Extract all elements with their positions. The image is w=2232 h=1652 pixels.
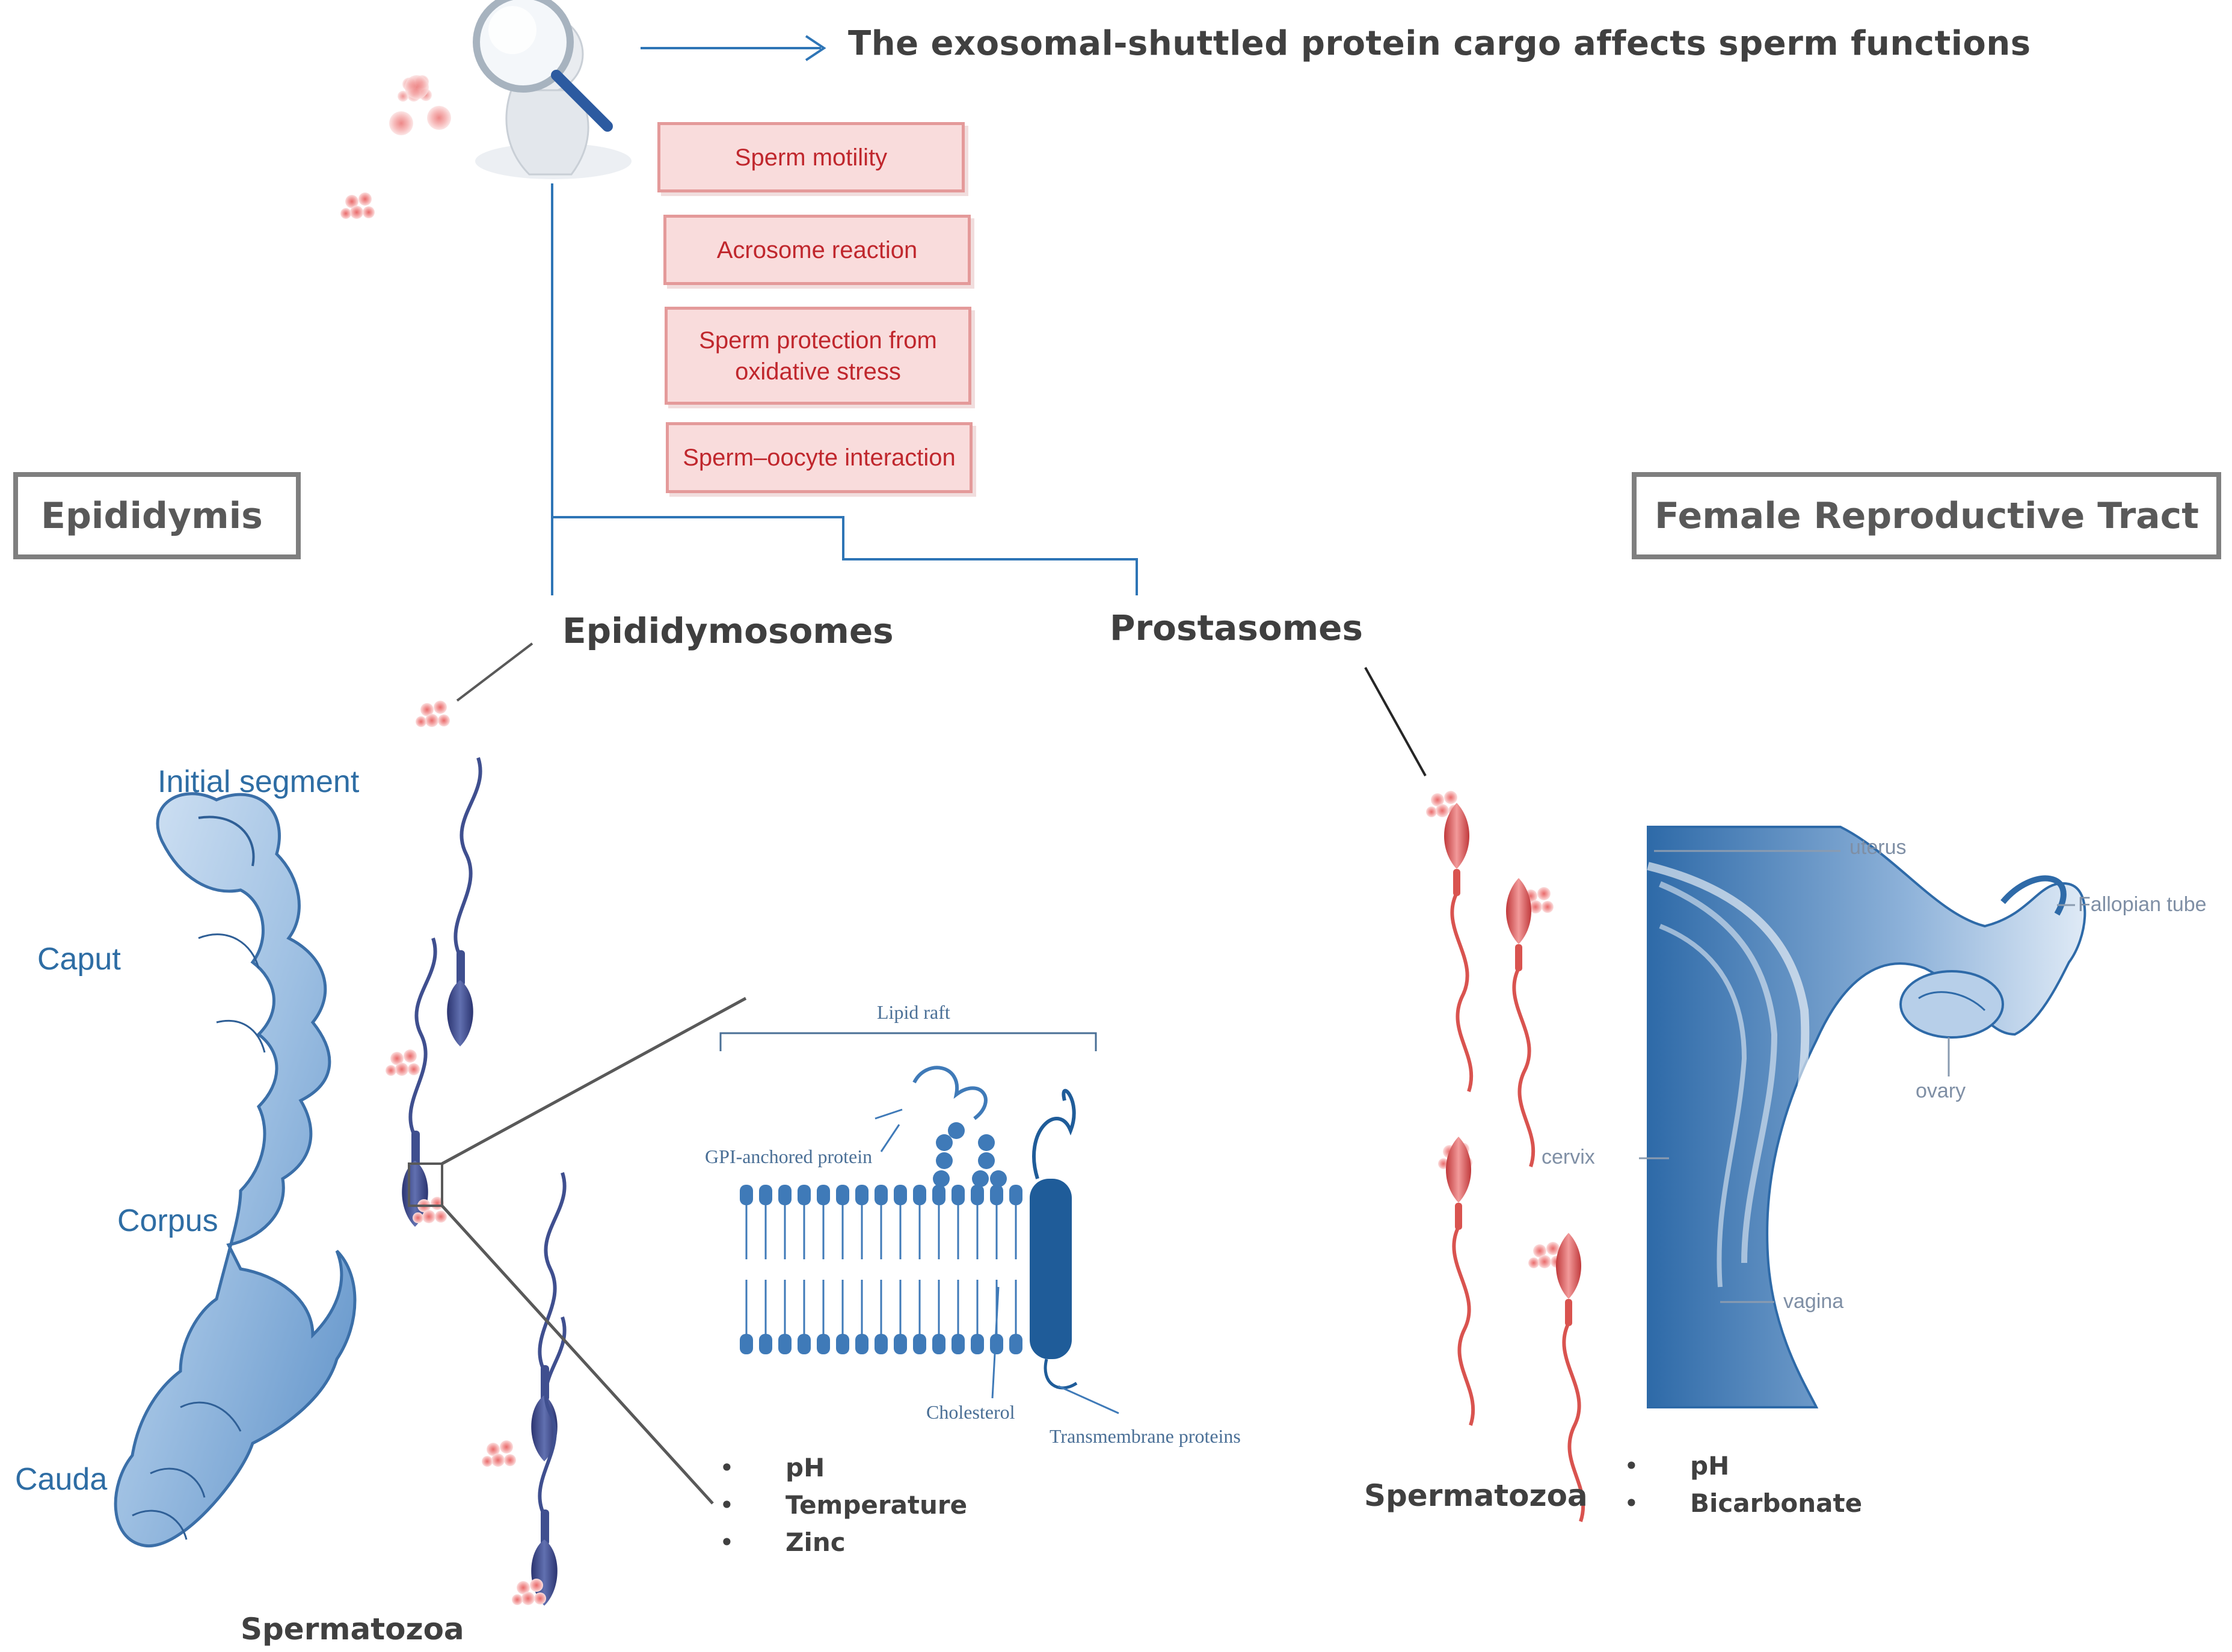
list-item: •Zinc xyxy=(719,1528,846,1557)
region-cauda: Cauda xyxy=(15,1462,108,1497)
list-item: •Bicarbonate xyxy=(1624,1488,1863,1518)
function-sperm-oocyte-interaction: Sperm–oocyte interaction xyxy=(666,422,973,493)
spermatozoa-label-right: Spermatozoa xyxy=(1364,1478,1588,1513)
region-caput: Caput xyxy=(37,942,121,977)
list-item: •pH xyxy=(1624,1451,1730,1481)
gpi-anchored-protein-label: GPI-anchored protein xyxy=(705,1146,873,1167)
transmembrane-proteins-label: Transmembrane proteins xyxy=(1050,1425,1241,1447)
cholesterol-label: Cholesterol xyxy=(926,1401,1015,1423)
uterus-label: uterus xyxy=(1849,836,1907,859)
epididymis-title: Epididymis xyxy=(41,494,263,537)
spermatozoa-label-left: Spermatozoa xyxy=(241,1612,464,1647)
function-oxidative-stress-protection: Sperm protection from oxidative stress xyxy=(665,307,971,405)
function-sperm-motility: Sperm motility xyxy=(657,122,965,192)
epididymis-factor-list: •pH •Temperature •Zinc xyxy=(719,1449,967,1561)
investigator-figure xyxy=(475,0,632,179)
prostasomes-label: Prostasomes xyxy=(1110,607,1363,648)
headline: The exosomal-shuttled protein cargo affe… xyxy=(848,24,2031,63)
lipid-raft-diagram xyxy=(719,1032,1119,1414)
list-item: •pH xyxy=(719,1453,825,1482)
fallopian-tube-label: Fallopian tube xyxy=(2078,893,2207,916)
epididymis-organ xyxy=(114,792,357,1547)
list-item: •Temperature xyxy=(719,1490,968,1520)
female-factor-list: •pH •Bicarbonate xyxy=(1624,1448,1862,1522)
region-corpus: Corpus xyxy=(117,1203,218,1238)
connector-lines xyxy=(551,183,1138,595)
epididymosomes-label: Epididymosomes xyxy=(562,610,894,651)
lipid-raft-title: Lipid raft xyxy=(877,1001,950,1023)
function-acrosome-reaction: Acrosome reaction xyxy=(663,215,971,285)
female-tract-title-box: Female Reproductive Tract xyxy=(1632,472,2221,559)
region-initial-segment: Initial segment xyxy=(158,764,360,799)
female-tract-title: Female Reproductive Tract xyxy=(1655,494,2199,537)
female-reproductive-organs xyxy=(1639,826,2086,1408)
epididymis-title-box: Epididymis xyxy=(13,472,301,559)
cervix-label: cervix xyxy=(1542,1146,1595,1168)
ovary-label: ovary xyxy=(1916,1079,1966,1102)
vagina-label: vagina xyxy=(1783,1290,1844,1313)
